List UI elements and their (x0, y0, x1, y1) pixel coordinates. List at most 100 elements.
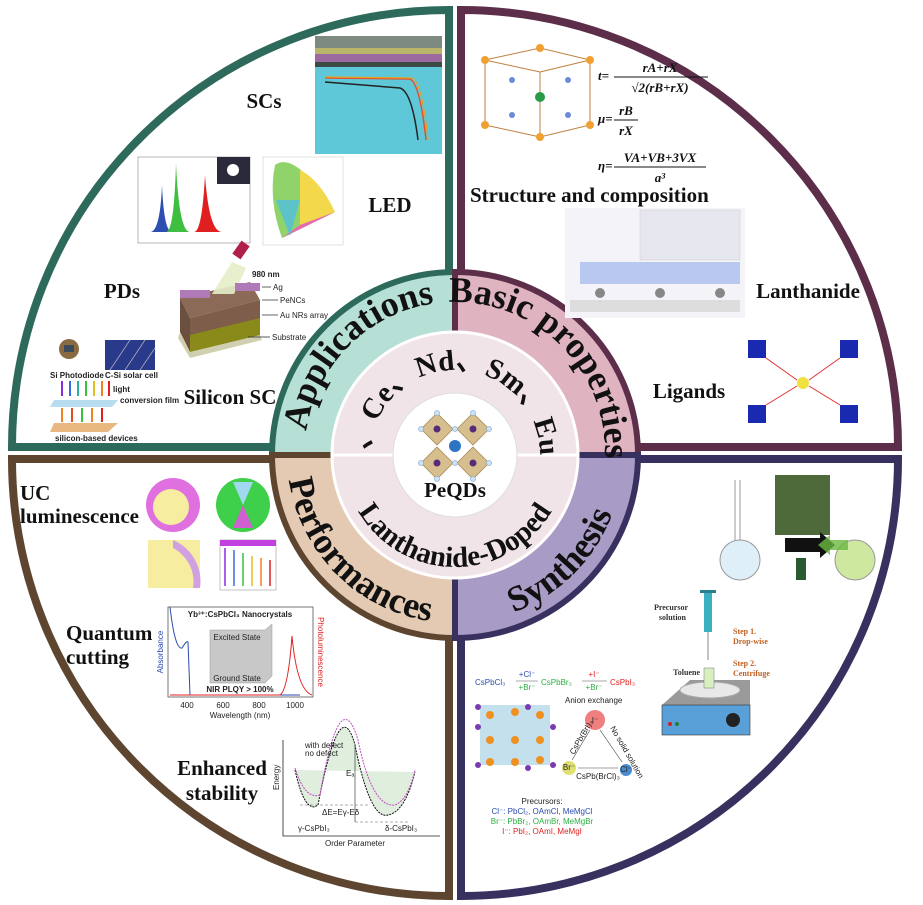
arrow-label: +I⁻ (588, 670, 599, 679)
stability-legend-with-defect: with defect (304, 741, 344, 750)
ligands-figure (748, 340, 858, 423)
layer-pencs: PeNCs (280, 296, 305, 305)
stability-right-phase: δ-CsPbI₃ (385, 824, 417, 833)
quantum-cutting-labels: Yb³⁺:CsPbCl₃ Nanocrystals Excited State … (156, 610, 325, 720)
qc-xtick: 1000 (286, 701, 304, 710)
step-1-action: Drop-wise (733, 637, 768, 646)
photodetector-device-figure (178, 240, 262, 358)
laser-wavelength: 980 nm (252, 270, 280, 279)
tolerance-factor-formula: t= rA+rX √2(rB+rX) (598, 60, 708, 95)
syringe-icon (700, 590, 716, 660)
solar-cell-jv-figure (315, 36, 442, 154)
qc-xtick: 800 (252, 701, 266, 710)
silicon-devices-figure (50, 339, 156, 432)
octahedral-factor-formula: μ= rB rX (597, 103, 638, 138)
halide-i: CsPbI₃ (610, 678, 635, 687)
silicon-devices-label: silicon-based devices (55, 434, 138, 443)
precursors-title: Precursors: (522, 797, 563, 806)
label-structure-composition: Structure and composition (470, 183, 709, 207)
pd-leader-lines (248, 286, 278, 338)
formula-lhs: t= (598, 68, 609, 83)
ion-cl: Cl⁻ (620, 765, 632, 774)
c-si-cell-label: C-Si solar cell (105, 371, 158, 380)
stability-delta: ΔE=Eγ-Eδ (322, 808, 360, 817)
formula-denominator: rX (619, 123, 633, 138)
conversion-film-label: conversion film (120, 396, 179, 405)
label-silicon-sc: Silicon SC (184, 385, 277, 409)
step-1-label: Step 1. (733, 627, 756, 636)
stability-barrier: Eₐ (346, 769, 355, 778)
step-2-action: Centrifuge (733, 669, 770, 678)
toluene-label: Toluene (673, 668, 700, 677)
formula-numerator: rB (619, 103, 633, 118)
anion-exchange-title: Anion exchange (565, 696, 623, 705)
light-label: light (113, 385, 130, 394)
stability-left-phase: γ-CsPbI₃ (298, 824, 330, 833)
label-pds: PDs (104, 279, 140, 303)
qc-plqy: NIR PLQY > 100% (206, 685, 273, 694)
qc-xtick: 400 (180, 701, 194, 710)
halide-br: CsPbBr₃ (541, 678, 572, 687)
layer-substrate: Substrate (272, 333, 307, 342)
hotplate-icon (661, 667, 751, 736)
precursor-br: Br⁻: PbBr₂, OAmBr, MeMgBr (491, 817, 594, 826)
stability-xlabel: Order Parameter (325, 839, 385, 848)
formula-lhs: η= (598, 158, 613, 173)
formula-denominator: √2(rB+rX) (631, 80, 688, 95)
label-lanthanide: Lanthanide (756, 279, 860, 303)
qc-excited-state: Excited State (213, 633, 261, 642)
ion-i: I⁻ (592, 716, 598, 725)
stability-energy-figure (282, 718, 440, 837)
ion-br: Br⁻ (563, 763, 575, 772)
perovskite-crystal-icon (418, 410, 492, 482)
stability-ylabel: Energy (272, 765, 281, 790)
qc-ylabel-right: Photoluminescence (316, 617, 325, 687)
hotplate-labels: Precursor solution Step 1. Drop-wise Ste… (654, 603, 770, 678)
si-photodiode-label: Si Photodiode (50, 371, 104, 380)
center-label: PeQDs (424, 478, 486, 502)
stability-legend-no-defect: no defect (305, 749, 339, 758)
center-circle (392, 392, 518, 518)
qc-ground-state: Ground State (213, 674, 261, 683)
qc-xlabel: Wavelength (nm) (210, 711, 271, 720)
formula-numerator: rA+rX (643, 60, 678, 75)
syringe-label: solution (659, 613, 687, 622)
qc-xtick: 600 (216, 701, 230, 710)
halide-chain: CsPbCl₃ CsPbBr₃ CsPbI₃ +Cl⁻ +Br⁻ +I⁻ +Br… (475, 670, 635, 705)
quantum-cutting-figure (167, 606, 314, 698)
arrow-label: +Br⁻ (519, 683, 536, 692)
arrow-label: +Cl⁻ (519, 670, 535, 679)
stability-labels: with defect no defect Eₐ ΔE=Eγ-Eδ Energy… (272, 741, 417, 848)
formula-lhs: μ= (597, 111, 613, 126)
label-scs: SCs (246, 89, 281, 113)
pd-layer-labels: Ag PeNCs Au NRs array Substrate (272, 283, 328, 342)
lanthanide-table-figure (565, 208, 745, 318)
perovskite-lattice-figure (475, 704, 556, 771)
el-spectrum-figure (137, 156, 251, 244)
edge-label: CsPb(BrCl)₃ (576, 772, 620, 781)
halide-cl: CsPbCl₃ (475, 678, 505, 687)
layer-ag: Ag (273, 283, 283, 292)
silicon-figure-labels: Si Photodiode C-Si solar cell light conv… (50, 371, 179, 443)
precursor-i: I⁻: PbI₂, OAmI, MeMgI (502, 827, 582, 836)
arrow-label: +Br⁻ (586, 683, 603, 692)
upconversion-figure (146, 478, 277, 591)
hot-injection-setup-figure (719, 475, 876, 581)
label-led: LED (368, 193, 411, 217)
label-ligands: Ligands (653, 379, 725, 403)
crystal-structure-figure (481, 44, 594, 141)
qc-ylabel-left: Absorbance (156, 630, 165, 673)
step-2-label: Step 2. (733, 659, 756, 668)
formula-denominator: a³ (655, 170, 667, 185)
precursor-cl: Cl⁻: PbCl₂, OAmCl, MeMgCl (491, 807, 592, 816)
anion-exchange-triangle (562, 710, 632, 776)
formula-numerator: VA+VB+3VX (624, 150, 697, 165)
packing-factor-formula: η= VA+VB+3VX a³ (598, 150, 706, 185)
syringe-label: Precursor (654, 603, 689, 612)
cie-diagram-figure (262, 156, 344, 246)
layer-au-nrs: Au NRs array (280, 311, 328, 320)
